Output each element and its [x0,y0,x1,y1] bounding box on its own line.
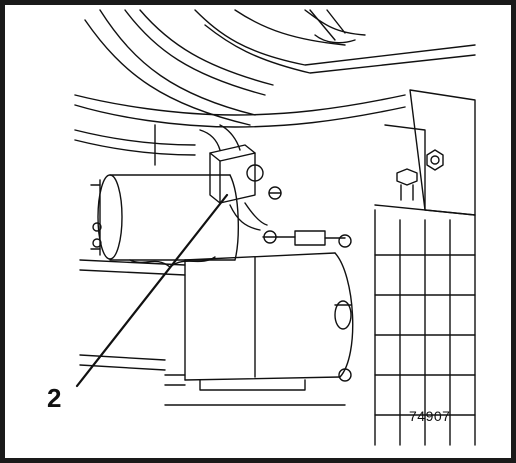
callout-label: 2 [47,383,62,413]
relay-box [199,124,282,204]
mounting-bracket [374,89,476,446]
starter-motor-body [164,252,354,391]
wiring-harness [74,9,476,156]
engine-block [79,124,346,406]
figure-number: 74907 [409,408,451,424]
solenoid [90,174,239,268]
starter-motor-illustration [74,9,476,446]
callout-leader-line [75,193,229,388]
terminal-cables [229,202,352,248]
